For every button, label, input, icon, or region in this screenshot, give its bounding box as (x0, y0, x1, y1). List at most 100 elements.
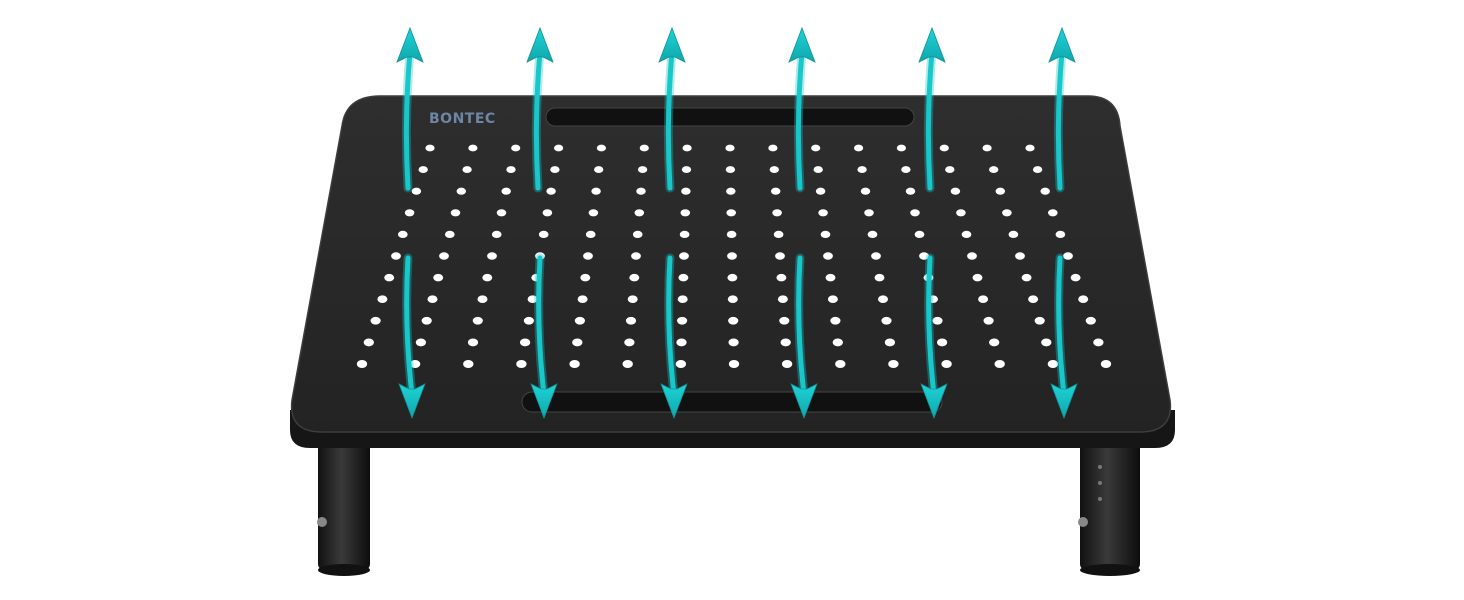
vent-hole (815, 187, 826, 195)
vent-hole (914, 230, 925, 239)
vent-hole (462, 166, 472, 174)
vent-hole (813, 166, 823, 174)
rear-handle-slot (545, 107, 915, 127)
vent-hole (770, 187, 781, 195)
vent-hole (468, 144, 478, 152)
stand-legs (317, 440, 1140, 576)
vent-hole (727, 295, 738, 304)
vent-hole (896, 144, 907, 152)
vent-hole (1002, 209, 1012, 217)
vent-hole (637, 166, 648, 174)
vent-hole (627, 295, 638, 304)
vent-hole (857, 166, 867, 174)
arrow-down-icon (920, 253, 948, 420)
right-leg-hole-3 (1098, 497, 1102, 501)
vent-hole (677, 316, 688, 325)
vent-hole (1015, 252, 1025, 260)
vent-hole (572, 338, 583, 347)
vent-hole (439, 252, 449, 260)
vent-hole (881, 316, 892, 325)
vent-hole (860, 187, 871, 195)
vent-hole (523, 316, 534, 325)
vent-hole (1032, 166, 1043, 174)
right-leg-hole-2 (1098, 481, 1102, 485)
vent-hole (421, 316, 432, 325)
vent-hole (519, 338, 531, 347)
vent-hole (370, 316, 381, 325)
vent-hole (941, 360, 952, 368)
vent-hole (910, 209, 920, 217)
vent-hole (425, 144, 435, 152)
vent-hole (884, 338, 896, 347)
vent-hole (936, 338, 948, 347)
vent-hole (681, 166, 692, 174)
vent-hole (769, 166, 779, 174)
vent-hole (830, 316, 841, 325)
vent-hole (391, 252, 401, 260)
vent-hole (827, 295, 838, 304)
vent-hole (726, 187, 736, 195)
vent-hole (820, 230, 831, 239)
vent-hole (580, 273, 591, 282)
left-height-screw (317, 517, 327, 527)
arrow-up-icon (396, 26, 424, 193)
vent-hole (1028, 295, 1039, 304)
vent-hole (989, 338, 1000, 347)
vent-hole (678, 273, 689, 282)
vent-hole (1055, 230, 1066, 239)
vent-hole (363, 338, 374, 347)
vent-hole (456, 187, 467, 195)
vent-hole (632, 230, 643, 239)
vent-hole (779, 316, 790, 325)
vent-hole (496, 209, 507, 217)
vent-hole (728, 360, 740, 368)
vent-hole (972, 273, 983, 282)
front-handle-slot (521, 391, 943, 413)
vent-hole (629, 273, 640, 282)
tabletop-surface (291, 96, 1171, 432)
vent-hole (1048, 209, 1058, 217)
right-leg-foot (1080, 564, 1140, 576)
vent-hole (901, 166, 911, 174)
vent-hole (634, 209, 645, 217)
vent-hole (487, 252, 497, 260)
arrow-up-icon (658, 26, 686, 193)
vent-hole (631, 252, 641, 260)
vent-hole (989, 166, 999, 174)
vent-hole (1100, 360, 1112, 368)
vent-hole (982, 144, 992, 152)
vent-hole (781, 360, 793, 368)
left-leg (318, 440, 370, 570)
arrow-up-icon (918, 26, 946, 193)
vent-hole (527, 295, 538, 304)
vent-hole (945, 166, 955, 174)
vent-hole (983, 316, 994, 325)
vent-hole (905, 187, 916, 195)
vent-hole (433, 273, 444, 282)
vent-hole (823, 252, 833, 260)
vent-hole (477, 295, 488, 304)
vent-hole (867, 230, 878, 239)
vent-hole (1008, 230, 1019, 239)
vent-hole (874, 273, 885, 282)
vent-hole (404, 209, 415, 217)
vent-hole (825, 273, 836, 282)
vent-hole (961, 230, 972, 239)
vent-hole (472, 316, 483, 325)
vent-hole (939, 144, 949, 152)
arrow-up-icon (788, 26, 816, 193)
vent-hole (679, 252, 689, 260)
vent-hole (727, 273, 738, 282)
vent-hole (777, 295, 788, 304)
arrow-down-icon (790, 253, 818, 420)
vent-hole (1025, 144, 1035, 152)
vent-hole (726, 230, 737, 239)
vent-hole (538, 230, 549, 239)
right-leg-hole-1 (1098, 465, 1102, 469)
vent-hole (1041, 338, 1052, 347)
vent-hole (550, 166, 560, 174)
vent-hole (594, 166, 604, 174)
vent-hole (463, 360, 474, 368)
vent-hole (676, 338, 687, 347)
